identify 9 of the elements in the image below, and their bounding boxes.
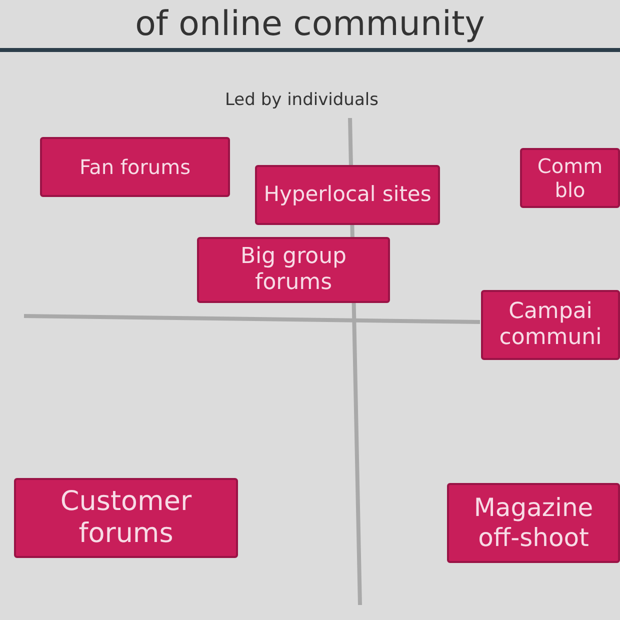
category-box: Hyperlocal sites xyxy=(255,165,440,225)
category-box: Fan forums xyxy=(40,137,230,197)
category-box: Customer forums xyxy=(14,478,238,558)
category-box: Big group forums xyxy=(197,237,390,303)
slide-title: of online community xyxy=(134,4,486,44)
axis-label: Led by individuals xyxy=(225,90,378,110)
category-box: Campai communi xyxy=(481,290,620,360)
category-box: Comm blo xyxy=(520,148,620,208)
category-box: Magazine off-shoot xyxy=(447,483,620,563)
